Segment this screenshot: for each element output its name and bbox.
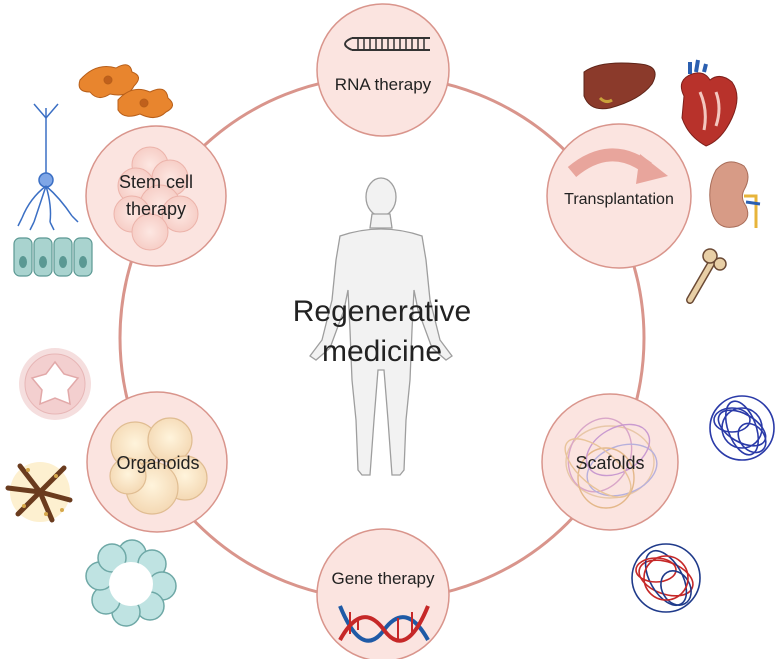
scaffold-red-blue-icon	[631, 543, 701, 613]
node-stem-cell-therapy-label-line2: therapy	[126, 199, 186, 219]
center-title-line2: medicine	[322, 335, 442, 368]
node-stem-cell-therapy: Stem cell therapy	[85, 125, 227, 267]
node-gene-therapy: Gene therapy	[316, 528, 450, 659]
human-body-icon	[309, 177, 453, 476]
node-scaffolds: Scafolds	[541, 393, 679, 531]
node-rna-therapy-label: RNA therapy	[335, 75, 432, 94]
organoid-cluster-icon	[85, 539, 177, 627]
heart-icon	[680, 59, 738, 147]
rna-hairpin-icon	[344, 37, 430, 51]
center-title-line1: Regenerative	[293, 295, 471, 328]
node-gene-therapy-label: Gene therapy	[331, 569, 435, 588]
bone-icon	[686, 248, 727, 304]
node-rna-therapy: RNA therapy	[316, 3, 450, 137]
organoid-star-icon	[5, 462, 73, 523]
node-transplantation: Transplantation	[546, 123, 692, 269]
node-organoids: Organoids	[86, 391, 228, 533]
scaffold-blue-icon	[709, 395, 775, 461]
scaffold-fiber-icon	[564, 417, 658, 509]
fibroblast-icon	[78, 64, 173, 118]
kidney-icon	[709, 161, 761, 228]
neuron-icon	[17, 103, 79, 231]
epithelial-cells-icon	[13, 237, 93, 277]
organoid-ring-icon	[19, 348, 91, 420]
node-transplantation-label: Transplantation	[564, 191, 674, 208]
arrow-head-icon	[636, 154, 668, 184]
node-stem-cell-therapy-label-line1: Stem cell	[119, 172, 193, 192]
node-organoids-label: Organoids	[116, 453, 199, 473]
node-scaffolds-label: Scafolds	[575, 453, 644, 473]
dna-icon	[338, 605, 430, 643]
liver-icon	[583, 62, 656, 110]
organoid-blob-icon	[109, 417, 208, 515]
stem-cells-icon	[113, 146, 199, 251]
